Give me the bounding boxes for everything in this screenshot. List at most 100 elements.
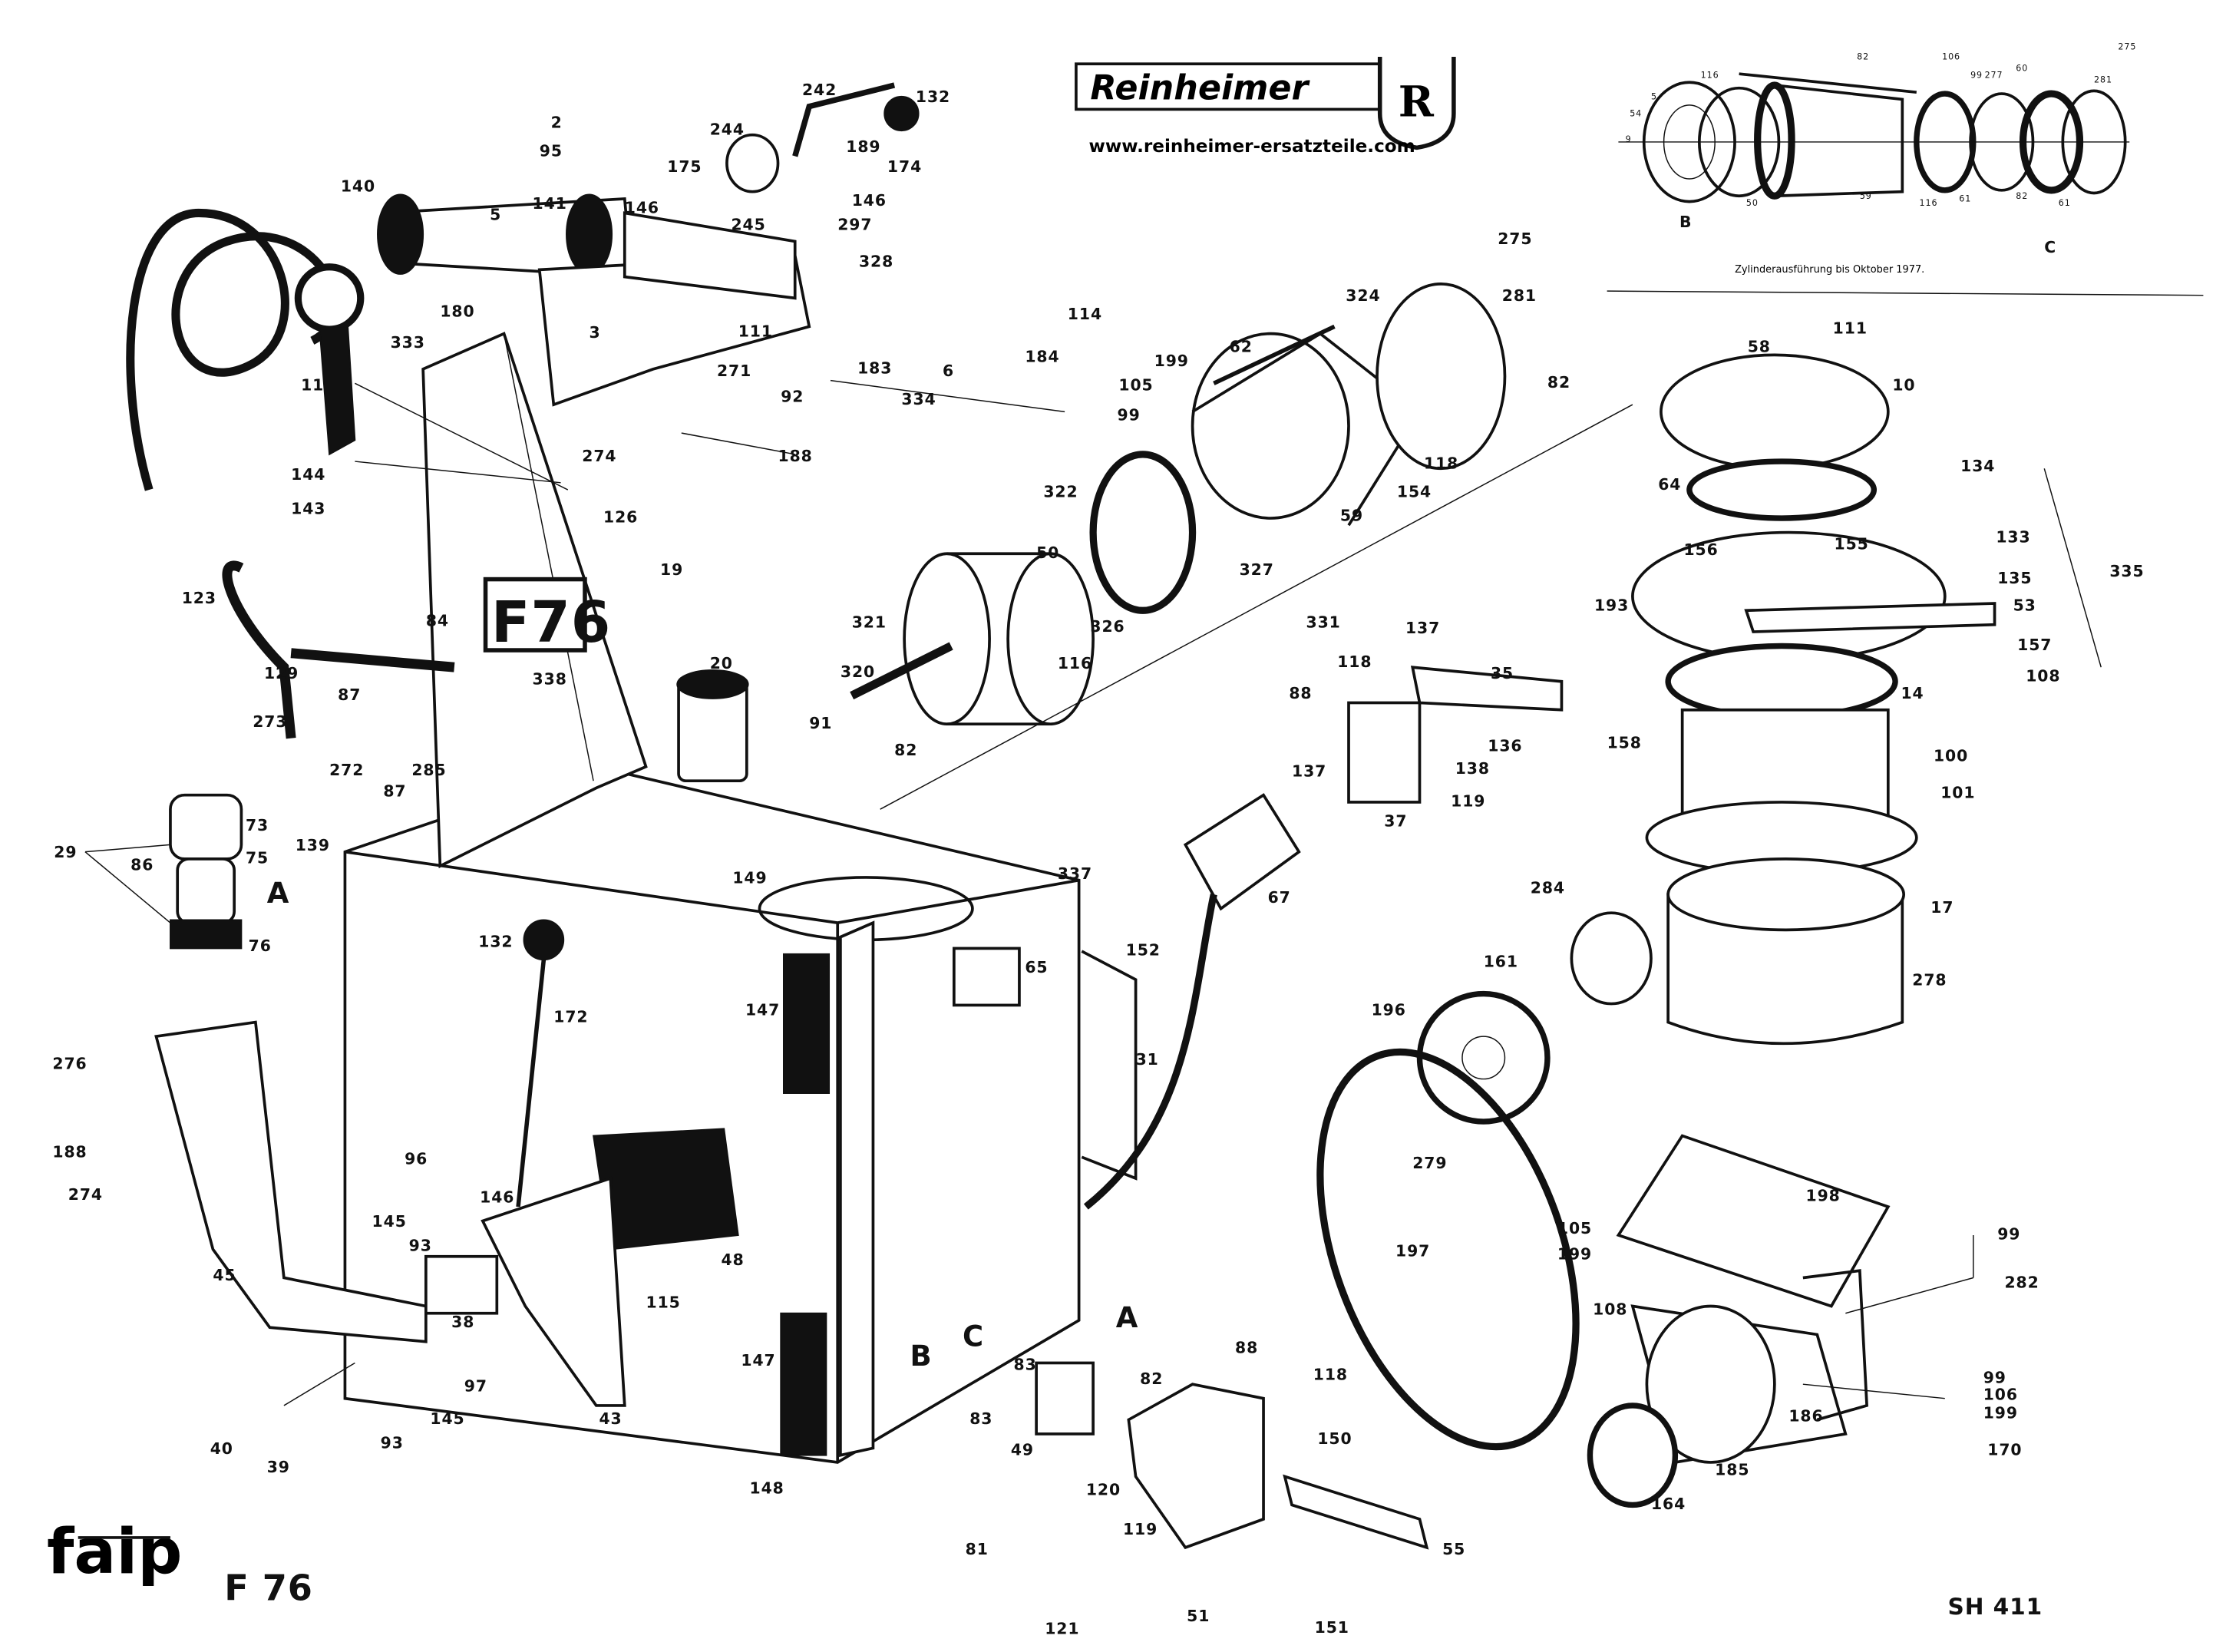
part-number-label: 297	[837, 216, 872, 234]
part-number-label: 99	[1983, 1368, 2006, 1386]
inset-part-number-label: 106	[1942, 52, 1960, 62]
inset-reference-letter: B	[1679, 213, 1692, 231]
part-number-label: 62	[1230, 338, 1253, 356]
part-number-label: 157	[2017, 636, 2052, 654]
inset-part-number-label: 54	[1630, 109, 1642, 119]
part-number-label: 188	[52, 1142, 87, 1161]
part-number-label: 189	[846, 137, 880, 156]
part-number-label: 170	[1987, 1441, 2022, 1459]
part-number-label: 99	[1118, 405, 1141, 424]
part-number-label: 93	[409, 1236, 432, 1254]
part-number-label: 81	[966, 1540, 989, 1558]
inset-part-number-label: 82	[1857, 52, 1869, 62]
part-number-label: 126	[603, 508, 638, 527]
part-number-label: 87	[383, 782, 406, 801]
part-number-label: 96	[405, 1150, 428, 1168]
turntable-gearbox	[1316, 353, 1996, 1451]
part-number-label: 175	[667, 157, 702, 176]
part-number-label: 148	[750, 1479, 784, 1498]
inset-cylinder-drawing	[1607, 72, 2204, 296]
part-number-label: 197	[1395, 1242, 1430, 1260]
part-number-label: 193	[1594, 596, 1629, 614]
arm-assembly	[377, 82, 920, 407]
machine-badge: F76	[491, 590, 611, 656]
part-number-label: 45	[213, 1266, 236, 1284]
svg-text:R: R	[1399, 78, 1435, 127]
part-number-label: 285	[411, 761, 446, 779]
svg-text:Reinheimer: Reinheimer	[1090, 68, 1310, 107]
part-number-label: 338	[533, 669, 567, 688]
part-number-label: 271	[717, 362, 751, 380]
part-number-label: 172	[553, 1008, 588, 1026]
part-number-label: 14	[1901, 684, 1924, 702]
part-number-label: 106	[1983, 1386, 2018, 1404]
part-number-label: 140	[341, 177, 375, 196]
part-number-label: 105	[1557, 1219, 1592, 1237]
part-number-label: 88	[1289, 684, 1312, 702]
part-number-label: 76	[249, 937, 272, 955]
part-number-label: 118	[1337, 653, 1372, 671]
part-number-label: 199	[1557, 1244, 1592, 1263]
part-number-label: 108	[1593, 1300, 1627, 1319]
part-number-label: 146	[625, 198, 659, 216]
cylinder-assembly	[850, 282, 1507, 726]
part-number-label: 38	[451, 1313, 474, 1331]
part-number-label: 50	[1036, 544, 1059, 562]
part-number-label: 40	[210, 1439, 233, 1458]
part-number-label: 146	[852, 191, 887, 210]
part-number-label: 273	[253, 712, 287, 731]
inset-part-number-label: 61	[1959, 194, 1971, 204]
main-motor	[1587, 1134, 1891, 1508]
part-number-label: 154	[1397, 482, 1432, 501]
part-number-label: 83	[969, 1409, 992, 1428]
part-number-label: 17	[1930, 898, 1954, 917]
part-number-label: 120	[1086, 1480, 1121, 1498]
part-number-label: 320	[841, 662, 875, 681]
part-number-label: 149	[732, 868, 767, 887]
part-number-label: 151	[1315, 1618, 1349, 1637]
part-number-label: 43	[599, 1409, 622, 1428]
part-number-label: 29	[54, 843, 77, 861]
part-number-label: 198	[1806, 1187, 1841, 1205]
part-number-label: 328	[859, 253, 893, 271]
part-number-label: 93	[381, 1433, 404, 1452]
part-number-label: 135	[1997, 569, 2032, 587]
part-number-label: 111	[1833, 319, 1868, 338]
part-number-label: 97	[464, 1376, 487, 1395]
inset-part-number-label: 59	[1860, 191, 1872, 201]
part-number-label: 65	[1025, 958, 1048, 976]
part-number-label: 245	[731, 216, 765, 234]
part-number-label: 137	[1405, 619, 1440, 637]
part-number-label: 119	[1123, 1520, 1158, 1538]
part-number-label: 324	[1346, 286, 1380, 305]
part-number-label: 82	[1140, 1370, 1163, 1388]
part-number-label: 137	[1292, 762, 1326, 781]
inset-part-number-label: 9	[1626, 134, 1632, 144]
inset-part-number-label: 99	[1970, 71, 1983, 81]
part-number-label: 183	[857, 358, 892, 377]
part-number-label: 118	[1424, 454, 1458, 472]
part-number-label: 39	[267, 1458, 290, 1476]
part-number-label: 145	[430, 1409, 464, 1428]
part-number-label: 121	[1045, 1620, 1079, 1638]
part-number-label: 87	[338, 686, 361, 704]
part-number-label: 161	[1484, 952, 1518, 970]
pedals	[154, 919, 1429, 1550]
part-number-label: 111	[738, 322, 773, 340]
part-number-label: 186	[1788, 1406, 1823, 1425]
part-number-label: 242	[802, 81, 837, 99]
part-number-label: 132	[478, 933, 513, 951]
part-number-label: 129	[264, 664, 299, 682]
inset-part-number-label: 50	[1746, 198, 1759, 208]
part-number-label: 5	[490, 206, 501, 224]
inset-part-number-label: 82	[2016, 191, 2028, 201]
faip-logo: faip	[47, 1515, 182, 1588]
inset-caption: Zylinderausführung bis Oktober 1977.	[1735, 264, 1924, 276]
part-number-label: 147	[745, 1000, 780, 1019]
part-number-label: 31	[1136, 1050, 1159, 1069]
part-number-label: 114	[1068, 305, 1102, 323]
part-number-label: 82	[894, 741, 917, 759]
reference-letter-a: A	[1116, 1301, 1139, 1334]
part-number-label: 53	[2013, 596, 2036, 614]
part-number-label: 143	[291, 499, 325, 517]
